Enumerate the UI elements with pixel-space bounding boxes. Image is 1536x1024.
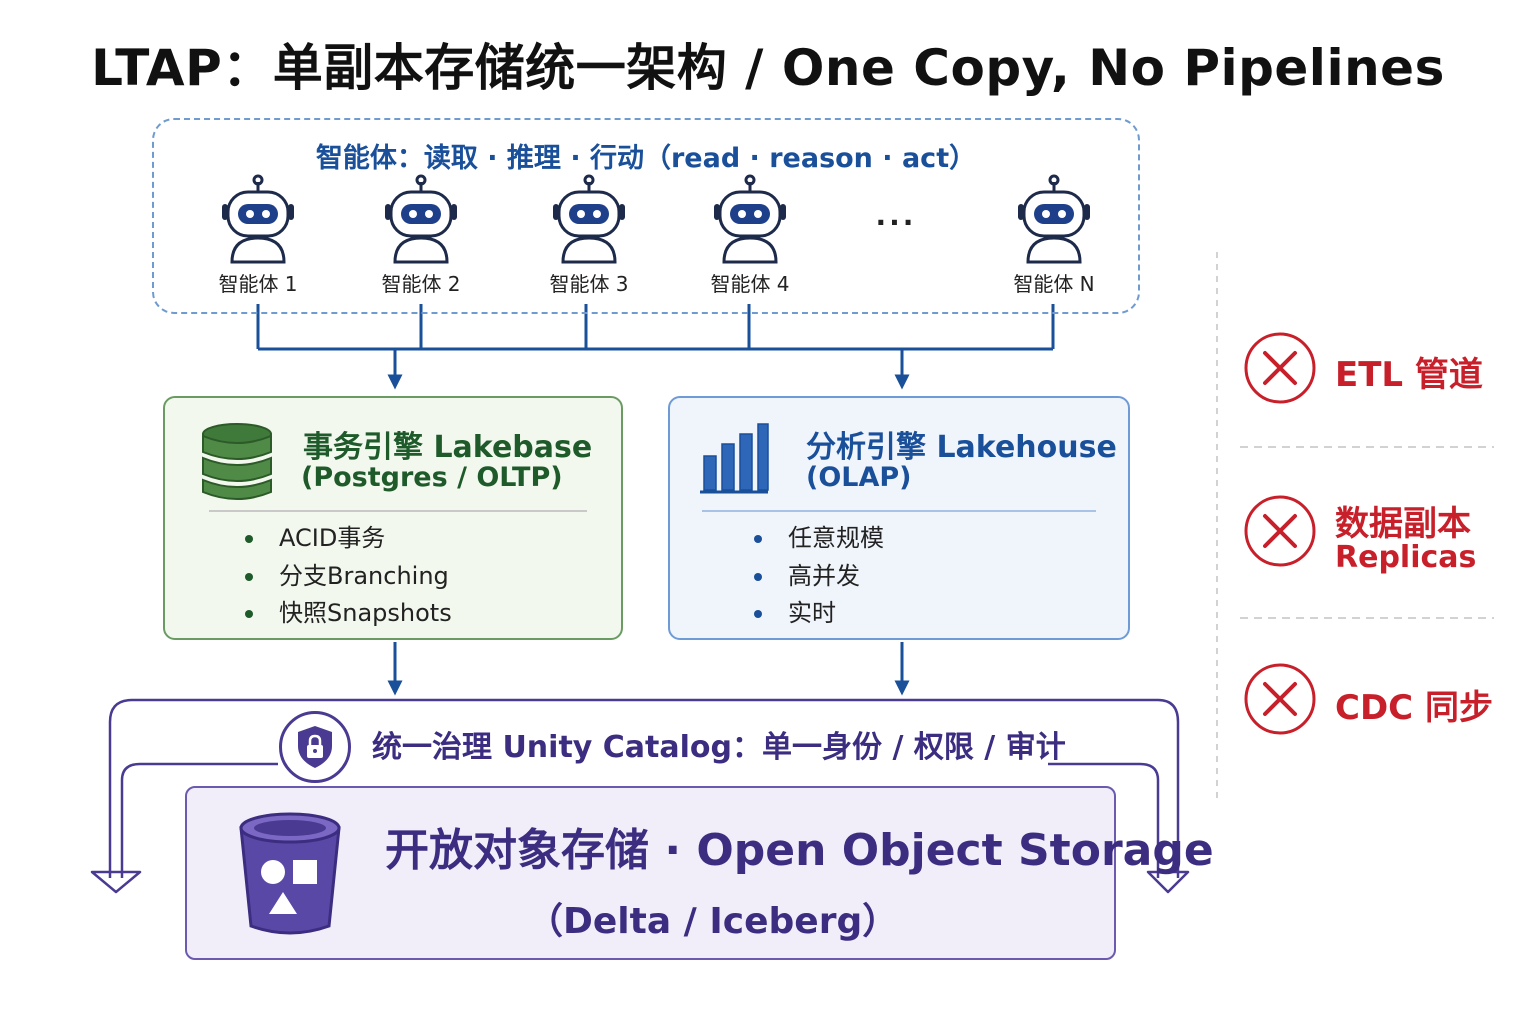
agent-label: 智能体 N — [1013, 272, 1095, 296]
governance-badge — [279, 711, 351, 783]
robot-icon — [1018, 174, 1090, 264]
agents-group — [152, 118, 1140, 314]
oltp-feature-list: ACID事务 分支Branching 快照Snapshots — [245, 520, 452, 633]
anti-pattern-sublabel: Replicas — [1335, 540, 1477, 575]
oltp-engine-card: 事务引擎 Lakebase (Postgres / OLTP) ACID事务 分… — [163, 396, 623, 640]
agent-2: 智能体 2 — [361, 174, 481, 297]
anti-pattern-label: CDC 同步 — [1335, 688, 1493, 728]
shield-lock-icon — [298, 726, 332, 768]
agent-label: 智能体 1 — [218, 272, 298, 296]
agent-n: 智能体 N — [994, 174, 1114, 297]
agent-label: 智能体 4 — [710, 272, 790, 296]
page-title: LTAP：单副本存储统一架构 / One Copy, No Pipelines — [91, 39, 1445, 97]
x-circle-icon — [1244, 332, 1316, 404]
list-item: ACID事务 — [245, 520, 452, 558]
storage-title: 开放对象存储 · Open Object Storage — [385, 825, 1214, 876]
x-circle-icon — [1244, 495, 1316, 567]
agents-heading: 智能体：读取 · 推理 · 行动（read · reason · act） — [315, 143, 977, 174]
olap-divider — [702, 510, 1096, 512]
anti-pattern-label: 数据副本 — [1335, 504, 1471, 544]
storage-subtitle: （Delta / Iceberg） — [527, 901, 899, 942]
object-storage-card: 开放对象存储 · Open Object Storage （Delta / Ic… — [185, 786, 1214, 960]
oltp-divider — [209, 510, 587, 512]
olap-subtitle: (OLAP) — [806, 462, 912, 493]
oltp-title: 事务引擎 Lakebase — [303, 430, 593, 465]
list-item: 高并发 — [754, 558, 884, 596]
olap-title: 分析引擎 Lakehouse — [806, 430, 1117, 465]
list-item: 快照Snapshots — [245, 595, 452, 633]
agent-label: 智能体 2 — [381, 272, 461, 296]
agent-4: 智能体 4 — [690, 174, 810, 297]
robot-icon — [222, 174, 294, 264]
anti-pattern-replicas: 数据副本 Replicas — [1243, 494, 1533, 594]
olap-feature-list: 任意规模 高并发 实时 — [754, 520, 884, 633]
bucket-icon — [239, 812, 341, 935]
database-icon — [202, 423, 272, 500]
agents-ellipsis: ··· — [875, 206, 917, 239]
robot-icon — [385, 174, 457, 264]
anti-pattern-cdc: CDC 同步 — [1243, 662, 1533, 742]
oltp-subtitle: (Postgres / OLTP) — [301, 462, 563, 493]
list-item: 分支Branching — [245, 558, 452, 596]
list-item: 任意规模 — [754, 520, 884, 558]
agent-1: 智能体 1 — [198, 174, 318, 297]
robot-icon — [553, 174, 625, 264]
governance-label: 统一治理 Unity Catalog：单一身份 / 权限 / 审计 — [372, 730, 1066, 765]
bar-chart-icon — [700, 423, 769, 494]
robot-icon — [714, 174, 786, 264]
agent-3: 智能体 3 — [529, 174, 649, 297]
x-circle-icon — [1244, 663, 1316, 735]
anti-pattern-label: ETL 管道 — [1335, 355, 1483, 395]
anti-pattern-etl: ETL 管道 — [1243, 331, 1533, 411]
agent-label: 智能体 3 — [549, 272, 629, 296]
olap-engine-card: 分析引擎 Lakehouse (OLAP) 任意规模 高并发 实时 — [668, 396, 1130, 640]
list-item: 实时 — [754, 595, 884, 633]
